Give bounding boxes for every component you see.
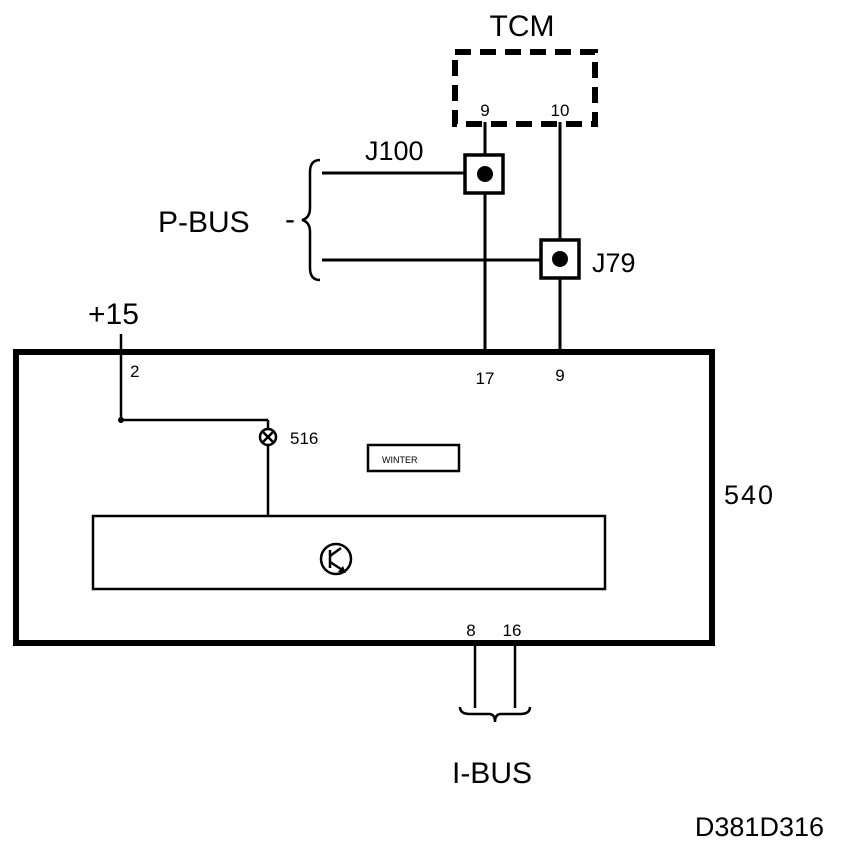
tcm-pin-10: 10 bbox=[551, 101, 570, 120]
supply-label: +15 bbox=[88, 298, 139, 331]
module-540-box bbox=[13, 349, 715, 646]
tcm-pin-9: 9 bbox=[480, 101, 489, 120]
pbus-dash: - bbox=[285, 203, 295, 236]
module-pin-17: 17 bbox=[476, 369, 495, 388]
winter-indicator-label: WINTER bbox=[382, 455, 418, 465]
module-pin-16: 16 bbox=[503, 621, 522, 640]
module-pin-8: 8 bbox=[466, 621, 475, 640]
winter-indicator-box bbox=[366, 443, 461, 473]
pbus-brace bbox=[301, 158, 321, 282]
supply-pin-2: 2 bbox=[130, 362, 139, 381]
lamp-icon bbox=[258, 427, 278, 447]
tcm-box bbox=[452, 49, 598, 127]
tcm-label: TCM bbox=[490, 10, 555, 43]
ibus-label: I-BUS bbox=[452, 757, 532, 790]
lamp-id-label: 516 bbox=[290, 429, 318, 448]
module-id-label: 540 bbox=[724, 480, 775, 510]
j100-splice-dot bbox=[477, 166, 493, 182]
j100-label: J100 bbox=[365, 136, 424, 166]
pbus-label: P-BUS bbox=[158, 206, 250, 239]
figure-code: D381D316 bbox=[695, 812, 824, 842]
j79-splice-dot bbox=[552, 251, 568, 267]
module-pin-9: 9 bbox=[555, 366, 564, 385]
ibus-brace bbox=[458, 706, 532, 723]
transistor-icon bbox=[319, 542, 353, 576]
j79-label: J79 bbox=[592, 248, 636, 278]
